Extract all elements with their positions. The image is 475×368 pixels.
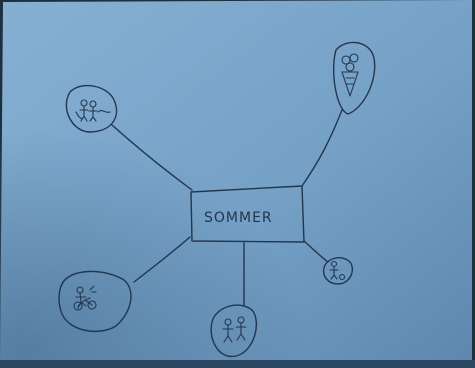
branch-bubble-bottom — [210, 304, 257, 358]
branch-bubble-right — [322, 257, 354, 285]
connector-top-right — [301, 109, 343, 187]
person-bicycle-icon — [73, 285, 97, 311]
branch-bubble-top-left — [65, 84, 118, 133]
people-sun-icon — [75, 99, 111, 122]
central-node-label: SOMMER — [204, 210, 273, 226]
connector-top-left — [111, 124, 193, 191]
two-people-icon — [222, 316, 247, 343]
connector-right — [303, 240, 329, 263]
ice-cream-icon — [341, 53, 359, 97]
central-node: SOMMER — [190, 185, 305, 243]
table-edge — [0, 360, 475, 368]
ball-icon — [329, 260, 346, 281]
branch-bubble-top-right — [333, 41, 376, 115]
branch-bubble-bottom-left — [58, 270, 132, 333]
connector-bottom-left — [133, 236, 191, 283]
